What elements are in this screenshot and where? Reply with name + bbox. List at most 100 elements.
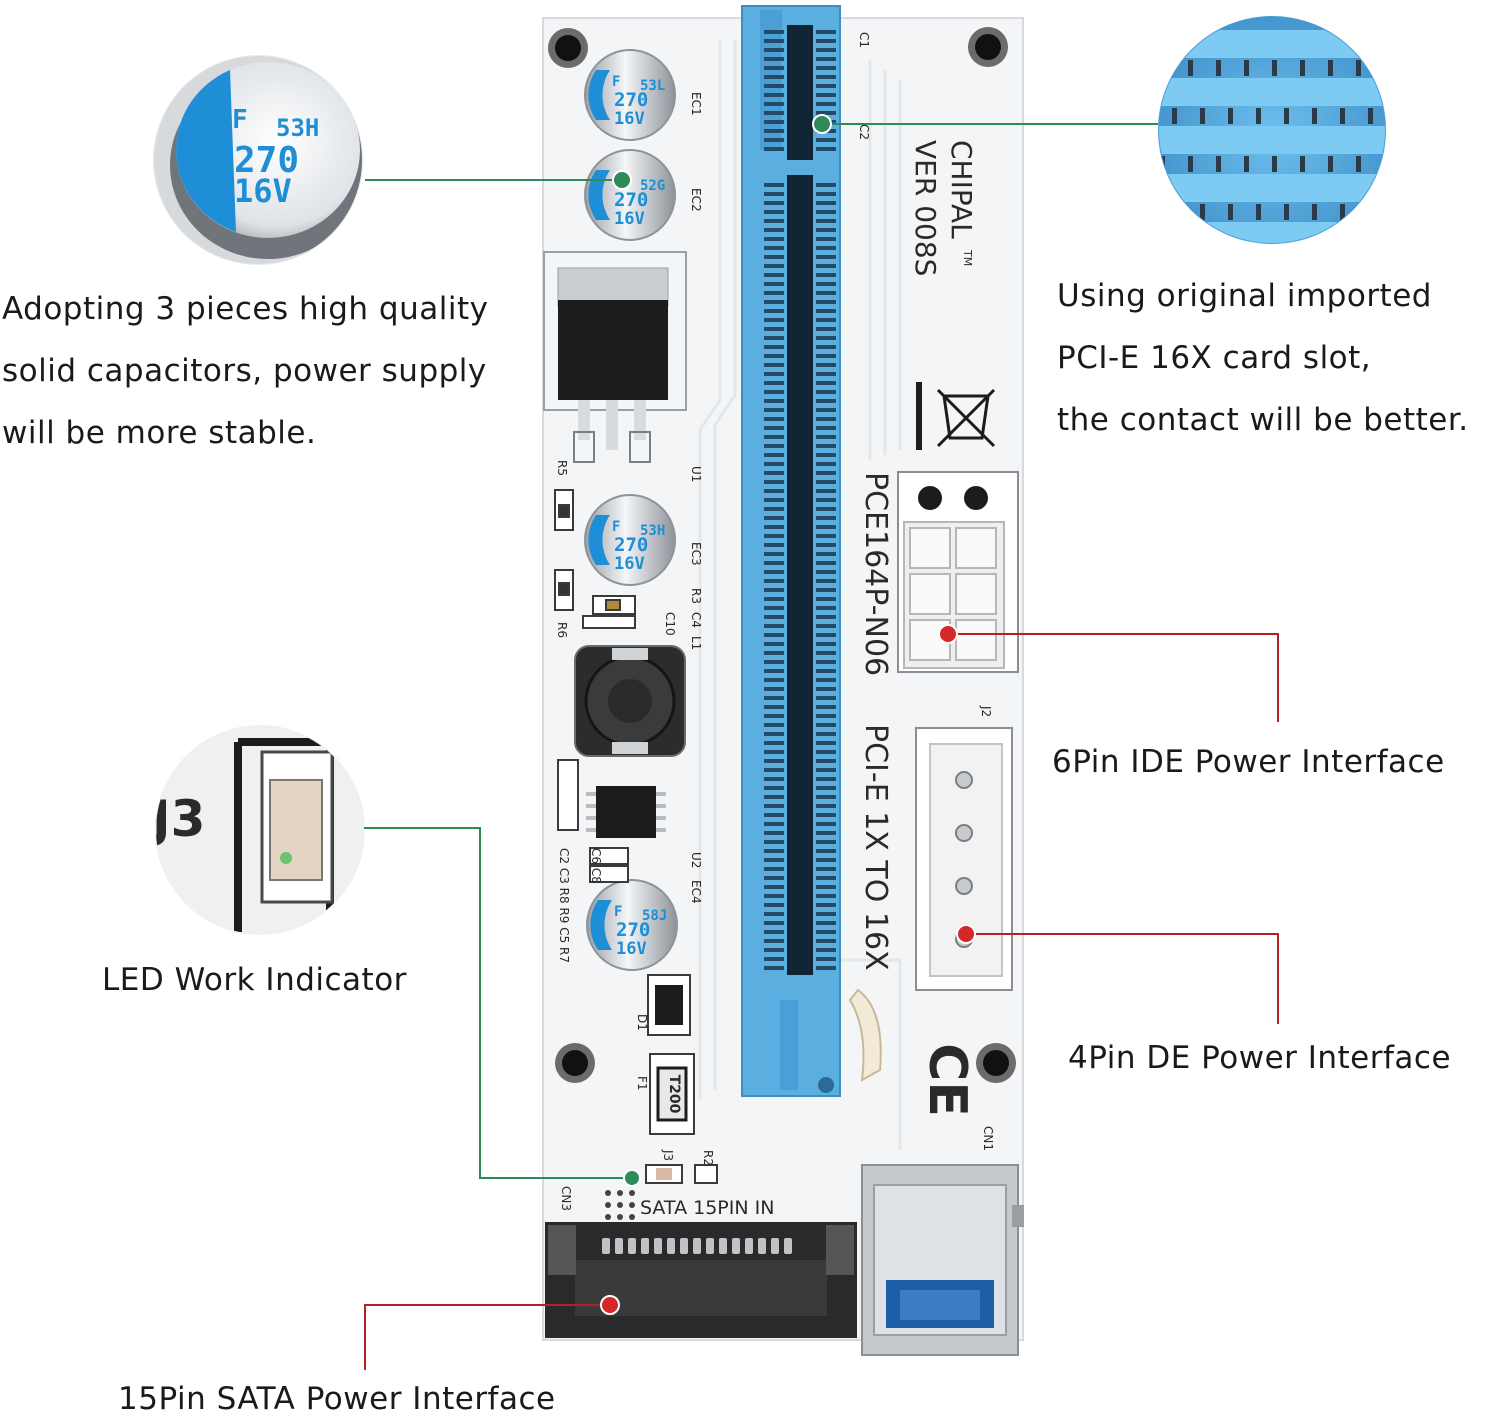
- slot-pin: [1356, 60, 1361, 76]
- slot-contact: [816, 957, 836, 961]
- slot-contact: [816, 894, 836, 898]
- usb3-connector: [861, 1164, 1024, 1356]
- version-label: VER 008S: [909, 140, 942, 276]
- slot-contact: [764, 642, 784, 646]
- sata-pin: [745, 1238, 753, 1254]
- slot-contact: [816, 678, 836, 682]
- callout-4pin-label: 4Pin DE Power Interface: [1068, 1040, 1452, 1076]
- ref-ec4: EC4: [689, 880, 703, 904]
- slot-pin: [1160, 60, 1165, 76]
- slot-ridge: [1159, 78, 1385, 106]
- slot-pin: [1172, 204, 1177, 220]
- slot-contact: [764, 57, 784, 61]
- sata-pin: [602, 1238, 610, 1254]
- zoom-led-label: J3: [149, 790, 205, 848]
- slot-pin: [1300, 60, 1305, 76]
- slot-contact: [816, 336, 836, 340]
- slot-contact: [816, 390, 836, 394]
- slot-contact: [764, 390, 784, 394]
- sata-pin: [654, 1238, 662, 1254]
- slot-contact: [764, 336, 784, 340]
- fuse-f1: T200: [649, 1053, 695, 1135]
- slot-contact: [764, 417, 784, 421]
- slot-contact: [816, 921, 836, 925]
- slot-contact: [764, 930, 784, 934]
- sata-pin: [680, 1238, 688, 1254]
- voltage-regulator-u1: [543, 251, 687, 463]
- slot-contact: [764, 948, 784, 952]
- slot-contact: [764, 867, 784, 871]
- slot-contact: [764, 588, 784, 592]
- slot-contact: [764, 471, 784, 475]
- slot-pin: [1368, 204, 1373, 220]
- slot-pin: [1200, 204, 1205, 220]
- slot-contact: [764, 237, 784, 241]
- slot-contact: [816, 525, 836, 529]
- fuse-code: T200: [666, 1075, 682, 1114]
- sata-pin: [758, 1238, 766, 1254]
- brand-label: CHIPAL: [945, 140, 978, 239]
- slot-contact: [764, 570, 784, 574]
- slot-contact: [816, 903, 836, 907]
- board-brand-text: CHIPAL TM VER 008S PCE164P-N06 PCI-E 1X …: [640, 140, 978, 1219]
- slot-contact: [764, 525, 784, 529]
- slot-contact: [816, 489, 836, 493]
- slot-contact: [764, 264, 784, 268]
- callout-leaders: [364, 123, 1279, 1370]
- slot-contact: [764, 957, 784, 961]
- capacitor-value: 270: [614, 89, 648, 111]
- slot-contact: [764, 48, 784, 52]
- slot-contact: [816, 102, 836, 106]
- slot-pin: [1384, 156, 1385, 172]
- ref-j2: J2: [979, 705, 993, 717]
- capacitor-mark: F: [614, 904, 622, 920]
- slot-contact: [816, 30, 836, 34]
- ref-d1: D1: [635, 1014, 649, 1031]
- slot-contact: [764, 813, 784, 817]
- slot-contact: [816, 597, 836, 601]
- slot-contact: [764, 489, 784, 493]
- slot-pin: [1396, 108, 1401, 124]
- slot-contact: [764, 84, 784, 88]
- slot-ridge: [1159, 222, 1385, 243]
- slot-contact: [816, 453, 836, 457]
- capacitor-voltage: 16V: [614, 554, 645, 574]
- 6pin-power-connector: [897, 471, 1019, 673]
- slot-contact: [816, 696, 836, 700]
- ref-r2: R2: [701, 1150, 715, 1166]
- slot-contact: [764, 606, 784, 610]
- ic-u2: [586, 786, 666, 838]
- sata-pin: [628, 1238, 636, 1254]
- slot-contact: [764, 507, 784, 511]
- slot-contact: [816, 255, 836, 259]
- slot-contact: [816, 327, 836, 331]
- capacitor-code: 53L: [640, 78, 665, 94]
- slot-contact: [764, 498, 784, 502]
- slot-contact: [764, 75, 784, 79]
- slot-contact: [764, 93, 784, 97]
- slot-contact: [816, 579, 836, 583]
- ref-cn1: CN1: [981, 1126, 995, 1151]
- slot-pin: [1384, 60, 1385, 76]
- slot-contact: [764, 804, 784, 808]
- slot-contact: [764, 543, 784, 547]
- slot-contact: [764, 201, 784, 205]
- slot-contact: [816, 228, 836, 232]
- slot-contact: [764, 120, 784, 124]
- slot-contact: [816, 372, 836, 376]
- slot-pin: [1216, 156, 1221, 172]
- slot-contact: [816, 768, 836, 772]
- led-j3: [645, 1164, 718, 1184]
- slot-contact: [764, 192, 784, 196]
- slot-contact: [816, 543, 836, 547]
- slot-contact: [816, 309, 836, 313]
- slot-contact: [764, 138, 784, 142]
- slot-contact: [764, 678, 784, 682]
- slot-contact: [816, 93, 836, 97]
- capacitor-mark: F: [612, 519, 620, 535]
- capacitor-voltage: 16V: [616, 939, 647, 959]
- slot-pin: [1188, 60, 1193, 76]
- zoom-led: J3: [149, 725, 365, 935]
- slot-contact: [764, 228, 784, 232]
